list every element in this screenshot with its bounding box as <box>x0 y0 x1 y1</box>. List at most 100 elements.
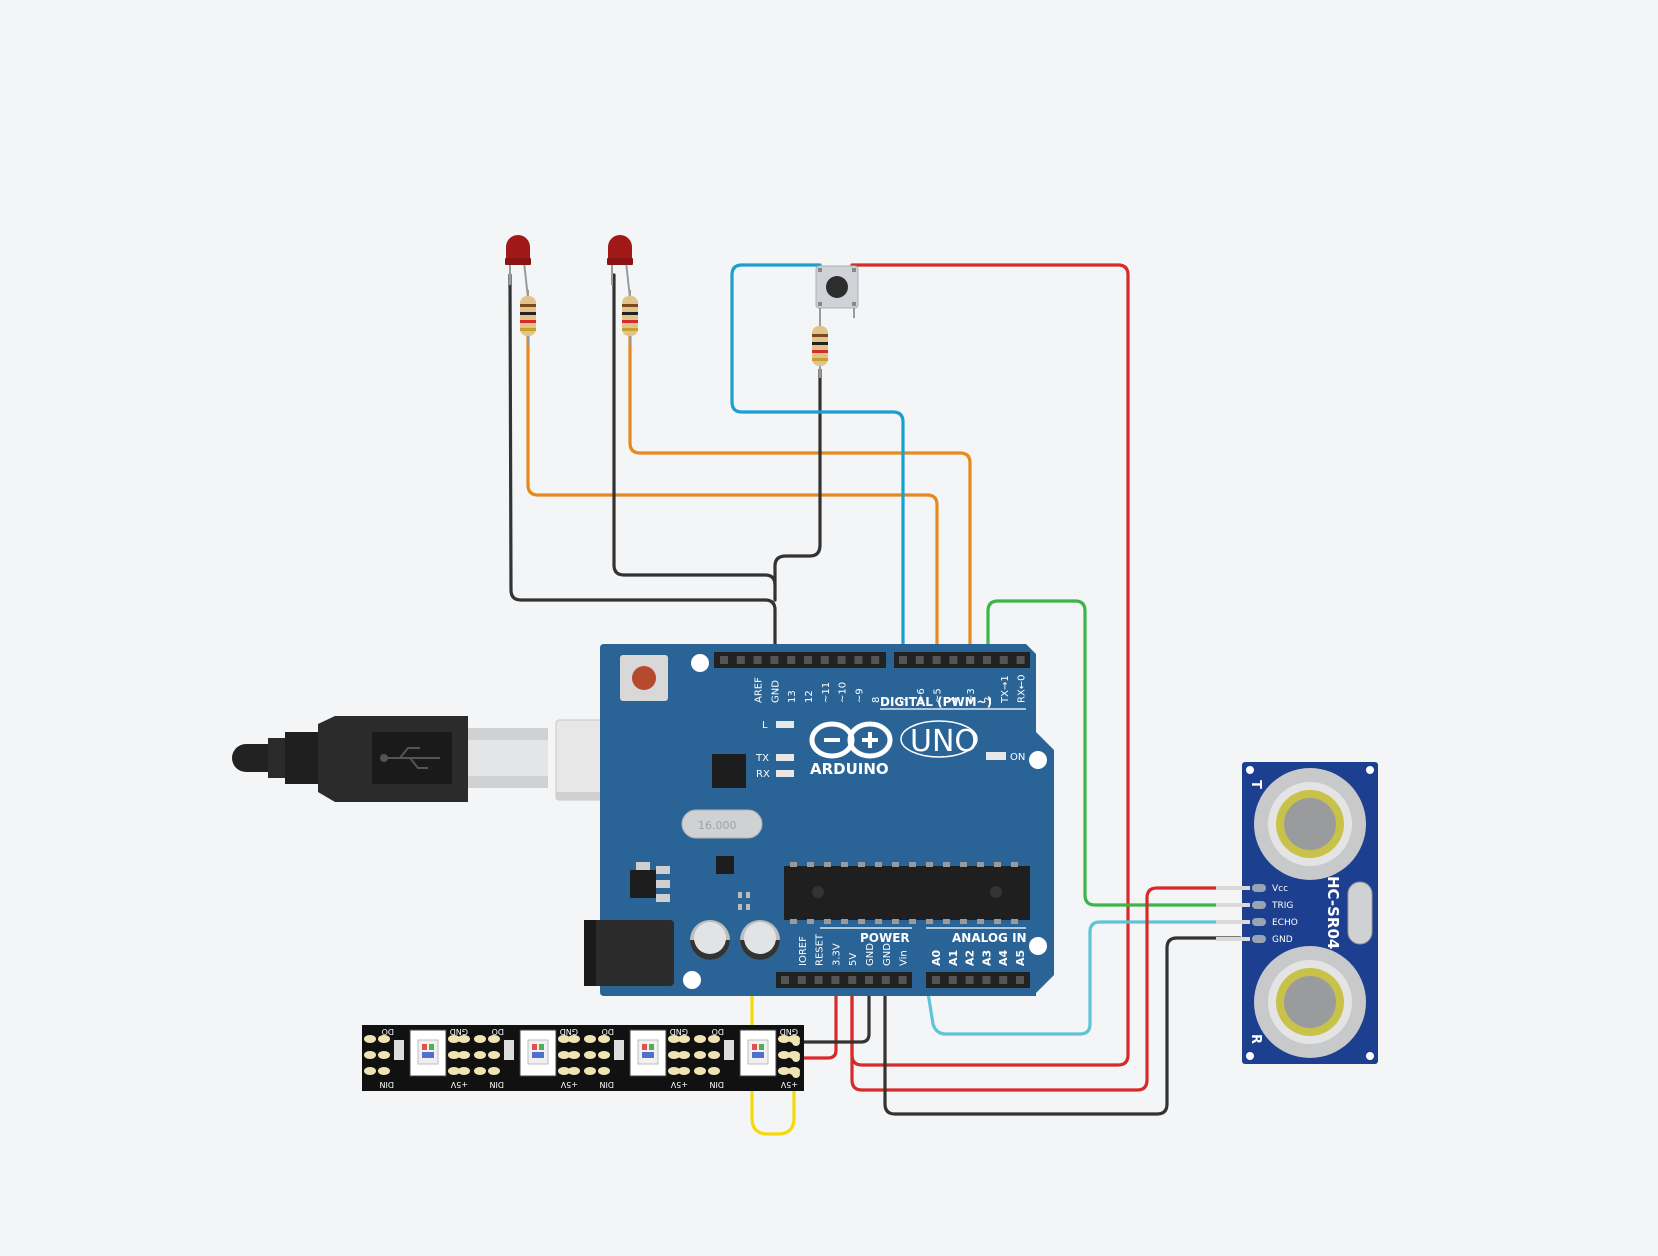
sensor-name: HC-SR04 <box>1324 876 1342 949</box>
header-pin-hole[interactable] <box>871 656 880 664</box>
bottom-pin-holes <box>781 976 1024 984</box>
wire-blue-button[interactable] <box>730 263 905 662</box>
strip-pin-label: DO <box>712 1027 724 1036</box>
crystal-oscillator: 16.000 <box>681 809 763 839</box>
header-pin-hole[interactable] <box>999 976 1008 984</box>
digital-pin-label: 13 <box>787 690 798 703</box>
sensor-pin[interactable] <box>1252 884 1266 892</box>
sensor-pin[interactable] <box>1252 901 1266 909</box>
digital-pin-label: 4 <box>949 697 960 703</box>
reset-button[interactable] <box>620 655 668 701</box>
header-pin-hole[interactable] <box>932 656 941 664</box>
header-pin-hole[interactable] <box>949 656 958 664</box>
wire-black-sonar-gnd[interactable] <box>883 936 1242 1116</box>
digital-pin-label: RX←0 <box>1017 674 1028 703</box>
strip-pin-label: GND <box>780 1027 798 1036</box>
resistor-3[interactable] <box>812 318 828 378</box>
header-pin-hole[interactable] <box>915 656 924 664</box>
digital-pin-label: ~5 <box>933 688 944 703</box>
header-pin-hole[interactable] <box>770 656 779 664</box>
led-1[interactable] <box>505 235 531 299</box>
resistor-2[interactable] <box>622 290 638 345</box>
push-button[interactable] <box>815 265 859 320</box>
header-pin-hole[interactable] <box>966 656 975 664</box>
header-pin-hole[interactable] <box>982 976 991 984</box>
power-pin-label: Vin <box>899 950 910 966</box>
header-pin-hole[interactable] <box>814 976 823 984</box>
header-pin-hole[interactable] <box>736 656 745 664</box>
power-pin-label: 3.3V <box>831 943 842 966</box>
wire-black-button-gnd[interactable] <box>773 368 822 602</box>
header-pin-hole[interactable] <box>999 656 1008 664</box>
digital-pin-label: 7 <box>899 697 910 703</box>
led-2[interactable] <box>607 235 633 299</box>
usb-cable[interactable] <box>232 716 548 802</box>
analog-pin-label: A1 <box>947 950 960 966</box>
header-pin-hole[interactable] <box>881 976 890 984</box>
analog-pin-label: A4 <box>997 949 1010 966</box>
strip-pin-label: GND <box>670 1027 688 1036</box>
wire-cyan-echo[interactable] <box>873 658 1242 1036</box>
wire-black-led1-gnd[interactable] <box>508 273 777 662</box>
wire-orange-led1[interactable] <box>526 328 939 662</box>
wire-red-strip-5v[interactable] <box>798 978 838 1060</box>
transducer-t <box>1254 768 1366 880</box>
digital-pin-holes <box>720 656 1025 664</box>
wire-orange-led2[interactable] <box>628 328 972 662</box>
header-pin-hole[interactable] <box>804 656 812 664</box>
sensor-t-label: T <box>1248 780 1263 789</box>
digital-pin-label: GND <box>770 680 781 703</box>
uno-badge: UNO <box>900 720 978 759</box>
digital-pin-label: 12 <box>804 690 815 703</box>
header-pin-hole[interactable] <box>797 976 806 984</box>
rx-led-label: RX <box>756 769 770 780</box>
analog-label: ANALOG IN <box>952 931 1027 945</box>
wire-red-button-5v[interactable] <box>850 263 1130 1067</box>
header-pin-hole[interactable] <box>899 656 907 664</box>
arduino-brand: ARDUINO <box>810 760 889 778</box>
header-pin-hole[interactable] <box>831 976 840 984</box>
header-pin-hole[interactable] <box>787 656 796 664</box>
wire-green-trig[interactable] <box>986 599 1242 907</box>
sensor-pin[interactable] <box>1252 935 1266 943</box>
header-pin-hole[interactable] <box>837 656 846 664</box>
on-label: ON <box>1010 752 1025 763</box>
header-pin-hole[interactable] <box>848 976 857 984</box>
arduino-infinity-logo <box>809 721 893 759</box>
header-pin-hole[interactable] <box>720 656 728 664</box>
header-pin-hole[interactable] <box>898 976 907 984</box>
header-pin-hole[interactable] <box>1016 656 1025 664</box>
header-pin-hole[interactable] <box>820 656 829 664</box>
header-pin-hole[interactable] <box>865 976 873 984</box>
wire-red-vcc[interactable] <box>850 886 1242 1092</box>
capacitor-2 <box>740 920 780 960</box>
power-label: POWER <box>860 931 910 945</box>
header-pin-hole[interactable] <box>854 656 863 664</box>
uno-label: UNO <box>910 724 978 759</box>
sensor-pin[interactable] <box>1252 918 1266 926</box>
header-pin-hole[interactable] <box>1016 976 1024 984</box>
digital-pin-label: ~10 <box>838 682 849 703</box>
header-pin-hole[interactable] <box>948 976 957 984</box>
header-pin-hole[interactable] <box>965 976 974 984</box>
sensor-pin-label: ECHO <box>1272 918 1298 928</box>
atmega-chip <box>784 862 1030 924</box>
header-pin-hole[interactable] <box>983 656 991 664</box>
crystal-label: 16.000 <box>698 819 737 832</box>
wire-black-strip-gnd[interactable] <box>798 978 871 1044</box>
header-pin-hole[interactable] <box>753 656 762 664</box>
digital-pin-label: ~11 <box>821 682 832 703</box>
header-pin-hole[interactable] <box>781 976 789 984</box>
wire-black-led2-gnd[interactable] <box>612 273 777 587</box>
header-pin-hole[interactable] <box>932 976 940 984</box>
resistor-1[interactable] <box>520 290 536 345</box>
